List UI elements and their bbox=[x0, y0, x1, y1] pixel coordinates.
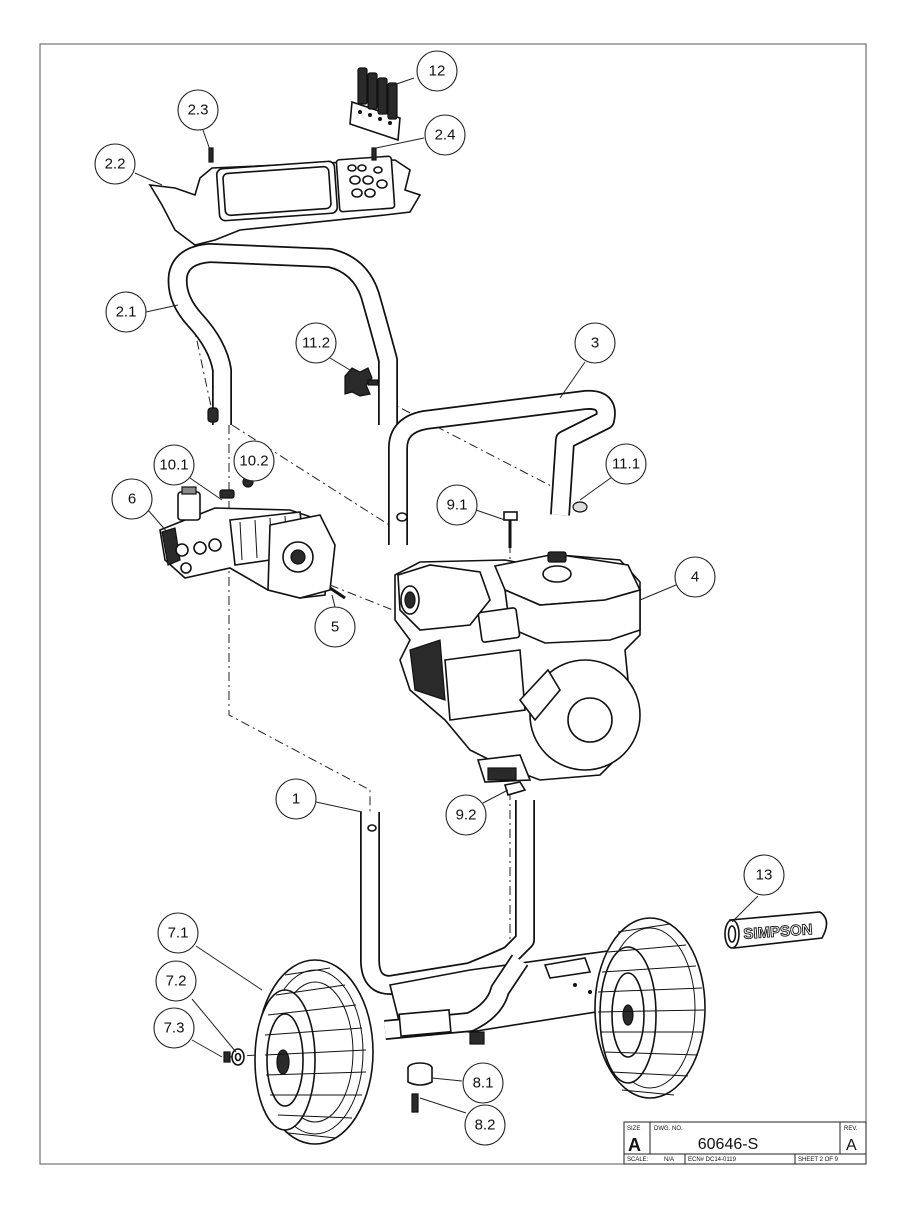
nozzle-set-part bbox=[349, 67, 401, 142]
callout-4: 4 bbox=[674, 556, 716, 598]
grip-part: SIMPSON bbox=[724, 911, 828, 949]
callout-10-2: 10.2 bbox=[233, 440, 275, 482]
callout-2-1: 2.1 bbox=[105, 291, 147, 333]
svg-text:7.1: 7.1 bbox=[168, 925, 189, 942]
svg-text:5: 5 bbox=[331, 619, 339, 636]
engine-mount-part bbox=[503, 781, 527, 796]
scale-label: SCALE: bbox=[627, 1157, 649, 1163]
axle-washer-part bbox=[223, 1048, 245, 1066]
svg-text:2.2: 2.2 bbox=[105, 156, 126, 173]
grip-brand-text: SIMPSON bbox=[743, 921, 813, 943]
svg-text:1: 1 bbox=[292, 791, 300, 808]
callout-9-1: 9.1 bbox=[436, 484, 478, 526]
svg-text:8.2: 8.2 bbox=[475, 1117, 496, 1134]
leader-lines bbox=[134, 77, 759, 1114]
callout-1: 1 bbox=[275, 778, 317, 820]
svg-text:11.1: 11.1 bbox=[612, 456, 640, 473]
scale-value: N/A bbox=[664, 1157, 674, 1163]
rev-label: REV. bbox=[844, 1126, 858, 1132]
callout-10-1: 10.1 bbox=[153, 444, 195, 486]
callout-11-1: 11.1 bbox=[605, 443, 647, 485]
frame-part bbox=[360, 800, 669, 1045]
svg-text:2.4: 2.4 bbox=[435, 127, 456, 144]
callout-2-3: 2.3 bbox=[177, 89, 219, 131]
size-label: SIZE bbox=[627, 1126, 640, 1132]
control-panel-part bbox=[148, 147, 422, 246]
upper-handle-part bbox=[167, 243, 398, 425]
callout-5: 5 bbox=[314, 606, 356, 648]
callout-7-2: 7.2 bbox=[155, 960, 197, 1002]
svg-text:13: 13 bbox=[756, 867, 773, 884]
callout-12: 12 bbox=[416, 50, 458, 92]
svg-text:10.1: 10.1 bbox=[159, 457, 188, 474]
svg-text:9.2: 9.2 bbox=[456, 807, 477, 824]
callout-9-2: 9.2 bbox=[445, 794, 487, 836]
rev-value: A bbox=[846, 1137, 857, 1154]
foot-part bbox=[407, 1062, 433, 1113]
bolt-part bbox=[503, 511, 518, 548]
svg-text:12: 12 bbox=[429, 63, 446, 80]
svg-text:10.2: 10.2 bbox=[239, 453, 268, 470]
svg-text:4: 4 bbox=[691, 569, 699, 586]
svg-text:7.2: 7.2 bbox=[166, 973, 187, 990]
svg-text:8.1: 8.1 bbox=[473, 1075, 494, 1092]
right-wheel-part bbox=[594, 917, 706, 1099]
callout-2-2: 2.2 bbox=[94, 143, 136, 185]
sheet-number: SHEET 2 OF 9 bbox=[798, 1157, 839, 1163]
callout-7-3: 7.3 bbox=[153, 1007, 195, 1049]
svg-text:2.1: 2.1 bbox=[116, 304, 137, 321]
callout-8-2: 8.2 bbox=[464, 1104, 506, 1146]
svg-text:7.3: 7.3 bbox=[164, 1020, 185, 1037]
size-value: A bbox=[628, 1135, 641, 1155]
callout-13: 13 bbox=[743, 854, 785, 896]
dwg-no-label: DWG. NO. bbox=[654, 1126, 683, 1132]
title-block: SIZE A DWG. NO. 60646-S REV. A SCALE: N/… bbox=[623, 1121, 867, 1165]
pump-part bbox=[159, 476, 346, 600]
ecn-number: ECN# DC14-0119 bbox=[688, 1157, 737, 1163]
lower-handle-part bbox=[388, 389, 616, 545]
svg-text:6: 6 bbox=[128, 491, 136, 508]
callout-3: 3 bbox=[574, 322, 616, 364]
svg-text:11.2: 11.2 bbox=[302, 335, 330, 352]
svg-text:2.3: 2.3 bbox=[188, 102, 209, 119]
left-wheel-part bbox=[254, 959, 374, 1145]
engine-part bbox=[394, 551, 642, 783]
callout-7-1: 7.1 bbox=[157, 912, 199, 954]
callout-6: 6 bbox=[111, 478, 153, 520]
callout-11-2: 11.2 bbox=[295, 322, 337, 364]
svg-text:3: 3 bbox=[591, 335, 599, 352]
svg-text:9.1: 9.1 bbox=[447, 497, 468, 514]
dwg-no-value: 60646-S bbox=[698, 1136, 759, 1153]
knob-part bbox=[344, 367, 379, 397]
callout-8-1: 8.1 bbox=[462, 1062, 504, 1104]
callout-2-4: 2.4 bbox=[424, 114, 466, 156]
drawing-border bbox=[39, 43, 867, 1165]
